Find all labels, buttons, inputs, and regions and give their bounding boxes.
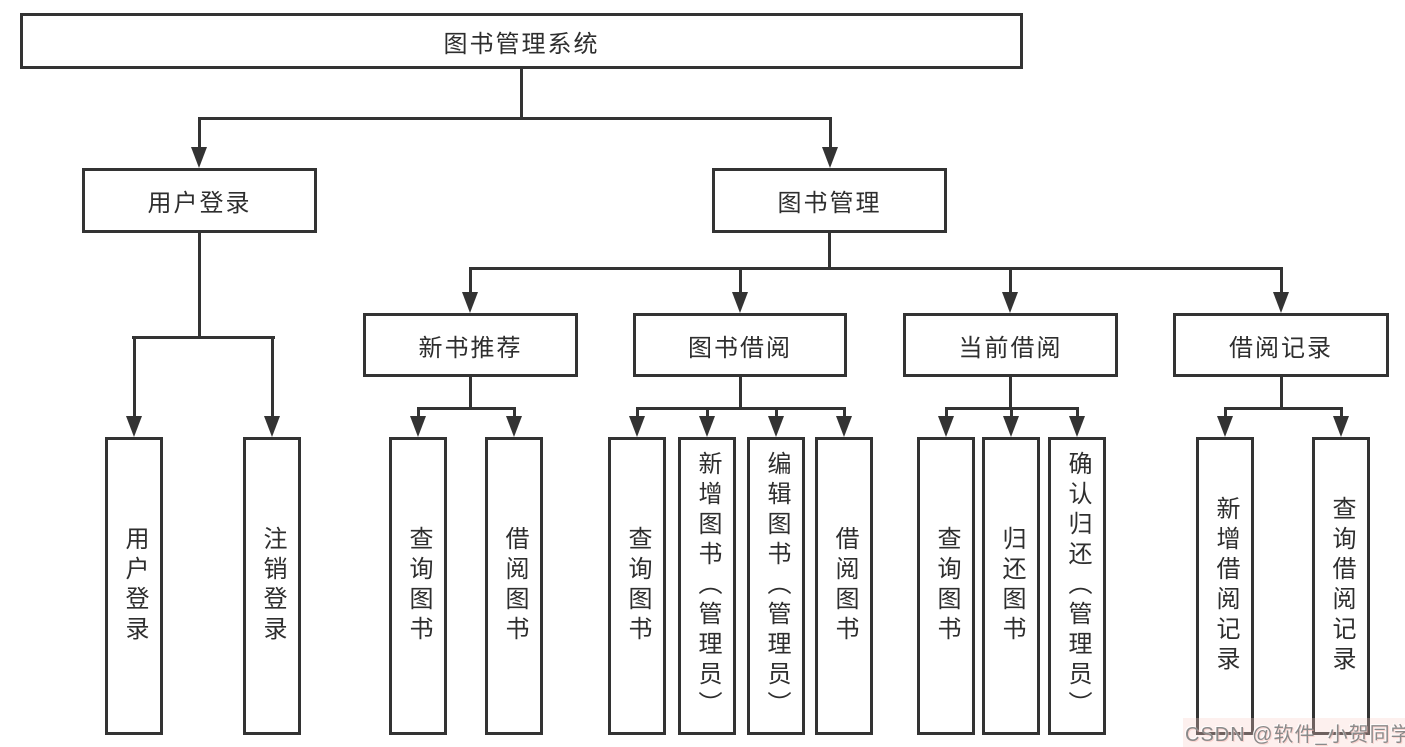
node-leaf-borrow-book-rec: 借阅图书: [485, 437, 543, 735]
connector-to-leaf-logout: [270, 336, 274, 418]
node-leaf-logout-label: 注销登录: [259, 526, 286, 646]
node-leaf-logout: 注销登录: [243, 437, 301, 735]
arrowhead-leaf-add-book: [699, 416, 715, 437]
connector-book-borrow-stem: [738, 377, 742, 410]
arrowhead-book-mgmt: [822, 147, 838, 168]
arrowhead-book-borrow: [732, 292, 748, 313]
node-leaf-add-book-label: 新增图书（管理员）: [694, 451, 721, 721]
arrowhead-leaf-query-book-rec: [410, 416, 426, 437]
connector-user-login-stem: [197, 233, 201, 339]
arrowhead-leaf-add-borrow-record: [1217, 416, 1233, 437]
connector-level3-rail: [468, 267, 1283, 270]
connector-to-leaf-user-login: [132, 336, 136, 418]
connector-to-leaf-query-book-current: [944, 407, 948, 418]
connector-level2-rail: [197, 117, 832, 120]
arrowhead-leaf-user-login: [126, 416, 142, 437]
arrowhead-new-book-rec: [462, 292, 478, 313]
arrowhead-borrow-records: [1273, 292, 1289, 313]
node-leaf-add-book: 新增图书（管理员）: [678, 437, 736, 735]
connector-to-current-borrow: [1008, 267, 1012, 294]
node-new-book-rec: 新书推荐: [363, 313, 578, 377]
connector-borrow-records-rail: [1223, 407, 1343, 410]
node-leaf-borrow-book-rec-label: 借阅图书: [501, 526, 528, 646]
node-leaf-add-borrow-record: 新增借阅记录: [1196, 437, 1254, 735]
arrowhead-user-login: [191, 147, 207, 168]
node-new-book-rec-label: 新书推荐: [418, 334, 523, 362]
connector-to-leaf-borrow-book-rec: [512, 407, 516, 418]
connector-book-borrow-rail: [635, 407, 846, 410]
node-current-borrow-label: 当前借阅: [958, 334, 1063, 362]
connector-to-user-login: [197, 117, 201, 149]
node-borrow-records: 借阅记录: [1173, 313, 1389, 377]
arrowhead-leaf-query-borrow-record: [1333, 416, 1349, 437]
node-leaf-query-book-rec-label: 查询图书: [405, 526, 432, 646]
connector-new-book-rec-rail: [416, 407, 516, 410]
connector-to-leaf-confirm-return: [1075, 407, 1079, 418]
node-leaf-query-borrow-record: 查询借阅记录: [1312, 437, 1370, 735]
node-leaf-borrow-book-label: 借阅图书: [831, 526, 858, 646]
connector-to-leaf-return-book: [1009, 407, 1013, 418]
node-leaf-edit-book-label: 编辑图书（管理员）: [763, 451, 790, 721]
node-leaf-return-book: 归还图书: [982, 437, 1040, 735]
connector-to-leaf-query-book-rec: [416, 407, 420, 418]
connector-to-leaf-add-book: [705, 407, 709, 418]
arrowhead-leaf-logout: [264, 416, 280, 437]
node-leaf-user-login-label: 用户登录: [121, 526, 148, 646]
csdn-watermark: CSDN @软件_小贺同学: [1183, 718, 1405, 747]
arrowhead-leaf-confirm-return: [1069, 416, 1085, 437]
connector-to-book-borrow: [738, 267, 742, 294]
node-book-borrow-label: 图书借阅: [688, 334, 792, 362]
connector-to-leaf-edit-book: [774, 407, 778, 418]
node-leaf-query-book-borrow: 查询图书: [608, 437, 666, 735]
connector-current-borrow-stem: [1008, 377, 1012, 410]
connector-to-new-book-rec: [468, 267, 472, 294]
connector-user-login-rail: [131, 336, 275, 339]
node-leaf-query-book-rec: 查询图书: [389, 437, 447, 735]
arrowhead-leaf-borrow-book-rec: [506, 416, 522, 437]
arrowhead-leaf-borrow-book: [836, 416, 852, 437]
node-leaf-edit-book: 编辑图书（管理员）: [747, 437, 805, 735]
node-leaf-add-borrow-record-label: 新增借阅记录: [1212, 496, 1239, 676]
connector-to-leaf-borrow-book: [842, 407, 846, 418]
node-leaf-query-book-borrow-label: 查询图书: [624, 526, 651, 646]
connector-new-book-rec-stem: [468, 377, 472, 410]
node-current-borrow: 当前借阅: [903, 313, 1118, 377]
connector-root-stem: [519, 69, 523, 118]
node-borrow-records-label: 借阅记录: [1229, 334, 1333, 362]
connector-to-book-mgmt: [828, 117, 832, 149]
node-leaf-query-borrow-record-label: 查询借阅记录: [1328, 496, 1355, 676]
arrowhead-leaf-query-book-borrow: [629, 416, 645, 437]
arrowhead-leaf-query-book-current: [938, 416, 954, 437]
node-leaf-query-book-current: 查询图书: [917, 437, 975, 735]
node-leaf-return-book-label: 归还图书: [998, 526, 1025, 646]
node-user-login-label: 用户登录: [147, 190, 252, 217]
node-book-mgmt-label: 图书管理: [777, 190, 882, 217]
connector-book-mgmt-stem: [827, 233, 831, 270]
node-user-login: 用户登录: [82, 168, 317, 233]
connector-to-borrow-records: [1279, 267, 1283, 294]
arrowhead-current-borrow: [1002, 292, 1018, 313]
arrowhead-leaf-return-book: [1003, 416, 1019, 437]
node-library-system: 图书管理系统: [20, 13, 1023, 69]
connector-borrow-records-stem: [1279, 377, 1283, 410]
node-leaf-confirm-return: 确认归还（管理员）: [1048, 437, 1106, 735]
connector-to-leaf-add-borrow-record: [1223, 407, 1227, 418]
node-library-system-label: 图书管理系统: [443, 30, 600, 58]
node-leaf-user-login: 用户登录: [105, 437, 163, 735]
connector-to-leaf-query-borrow-record: [1339, 407, 1343, 418]
connector-to-leaf-query-book-borrow: [635, 407, 639, 418]
node-leaf-query-book-current-label: 查询图书: [933, 526, 960, 646]
node-leaf-confirm-return-label: 确认归还（管理员）: [1064, 451, 1091, 721]
arrowhead-leaf-edit-book: [768, 416, 784, 437]
node-book-borrow: 图书借阅: [633, 313, 847, 377]
node-book-mgmt: 图书管理: [712, 168, 947, 233]
node-leaf-borrow-book: 借阅图书: [815, 437, 873, 735]
